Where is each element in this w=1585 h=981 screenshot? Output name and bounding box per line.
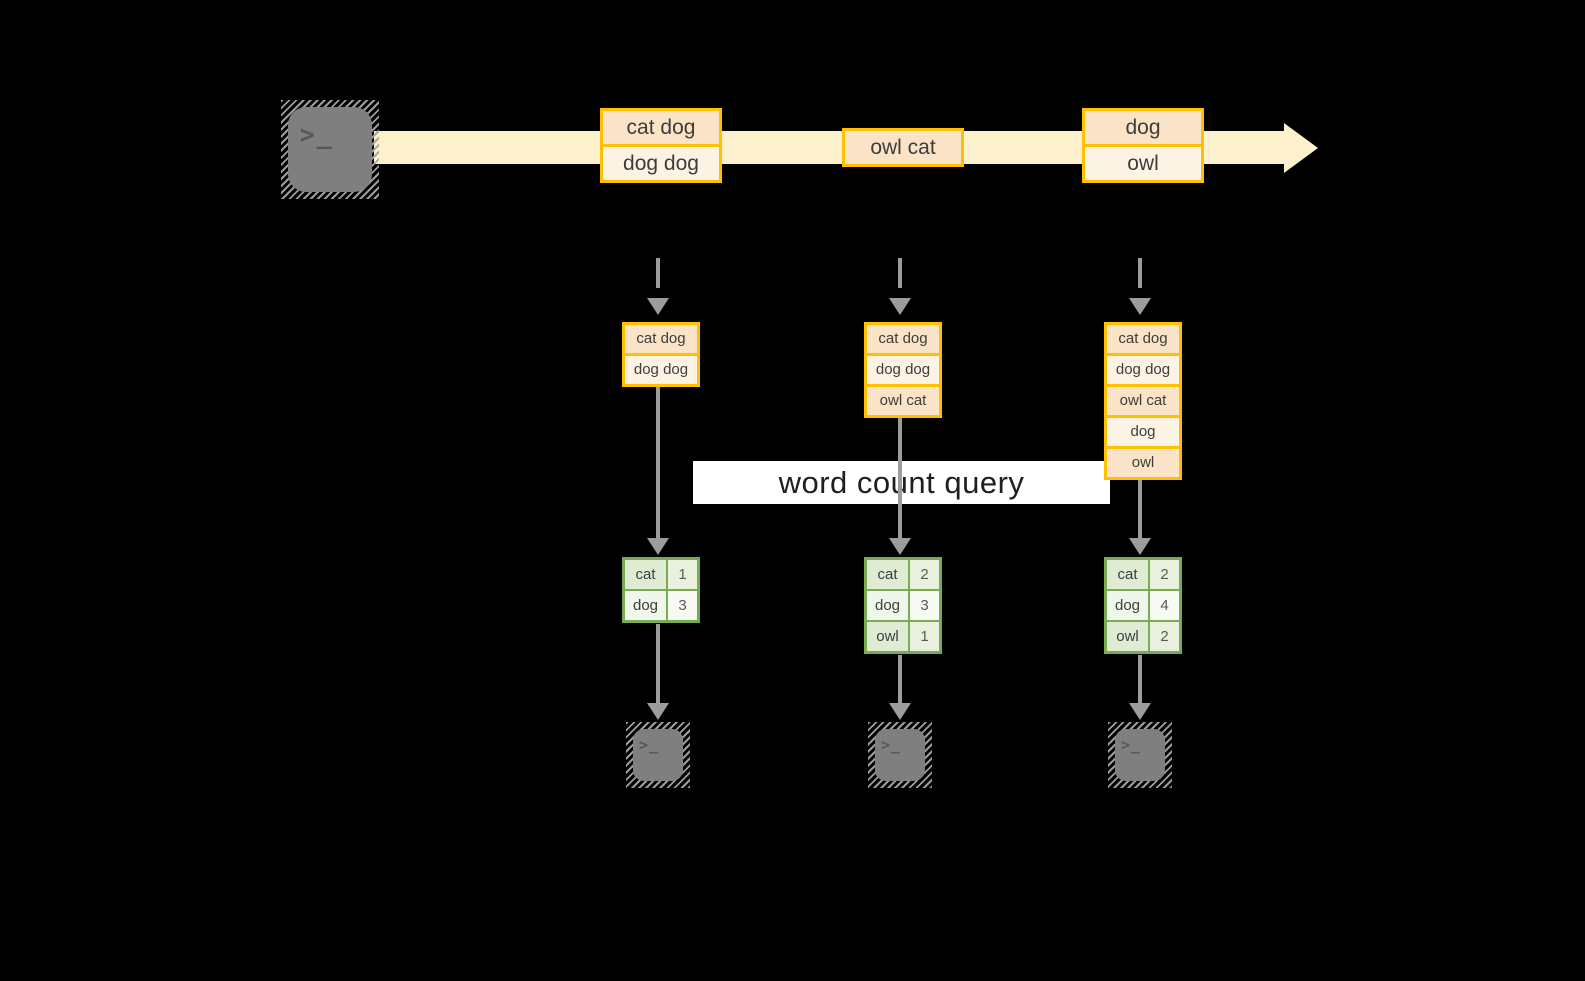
count-word-cell: cat <box>867 560 910 589</box>
terminal-body: >_ <box>288 107 372 192</box>
terminal-sink-icon: >_ <box>868 722 932 788</box>
stream-event-box: owl cat <box>842 128 964 167</box>
stream-event-text: owl <box>1085 144 1201 180</box>
stream-event-text: dog dog <box>603 144 719 180</box>
arrow-shaft <box>1138 480 1142 538</box>
count-row: dog 3 <box>625 589 697 620</box>
count-word-cell: cat <box>1107 560 1150 589</box>
terminal-prompt-icon: >_ <box>639 735 660 754</box>
stream-event-text: owl cat <box>845 131 961 164</box>
count-value-cell: 1 <box>910 622 939 651</box>
count-value-cell: 1 <box>668 560 697 589</box>
count-word-cell: cat <box>625 560 668 589</box>
arrowhead-icon <box>1129 298 1151 315</box>
count-word-cell: owl <box>867 622 910 651</box>
count-row: cat 2 <box>1107 560 1179 589</box>
count-row: cat 2 <box>867 560 939 589</box>
stream-arrowhead-icon <box>1284 123 1318 173</box>
stream-event-text: dog <box>1085 111 1201 144</box>
arrowhead-icon <box>647 298 669 315</box>
record-cell: owl cat <box>1107 384 1179 415</box>
count-value-cell: 3 <box>668 591 697 620</box>
record-cell: owl <box>1107 446 1179 477</box>
arrow-down-icon <box>889 655 911 720</box>
record-cell: dog dog <box>1107 353 1179 384</box>
count-value-cell: 2 <box>910 560 939 589</box>
terminal-prompt-icon: >_ <box>1121 735 1142 754</box>
terminal-body: >_ <box>1115 729 1165 781</box>
dashed-arrow-down-icon <box>1129 258 1151 316</box>
arrow-shaft <box>898 655 902 703</box>
terminal-prompt-icon: >_ <box>299 119 334 149</box>
arrow-shaft <box>898 418 902 538</box>
arrow-down-icon <box>647 624 669 720</box>
arrow-shaft <box>898 258 902 288</box>
count-row: dog 4 <box>1107 589 1179 620</box>
count-word-cell: dog <box>625 591 668 620</box>
arrowhead-icon <box>647 703 669 720</box>
terminal-prompt-icon: >_ <box>881 735 902 754</box>
terminal-body: >_ <box>633 729 683 781</box>
terminal-body: >_ <box>875 729 925 781</box>
arrowhead-icon <box>889 538 911 555</box>
count-value-cell: 4 <box>1150 591 1179 620</box>
count-word-cell: owl <box>1107 622 1150 651</box>
count-word-cell: dog <box>1107 591 1150 620</box>
arrow-down-icon <box>647 387 669 555</box>
arrowhead-icon <box>1129 703 1151 720</box>
dashed-arrow-down-icon <box>889 258 911 316</box>
count-value-cell: 2 <box>1150 560 1179 589</box>
stream-event-box: dog owl <box>1082 108 1204 183</box>
stream-event-box: cat dog dog dog <box>600 108 722 183</box>
count-value-cell: 2 <box>1150 622 1179 651</box>
arrow-shaft <box>1138 258 1142 288</box>
count-row: cat 1 <box>625 560 697 589</box>
arrowhead-icon <box>647 538 669 555</box>
stream-event-text: cat dog <box>603 111 719 144</box>
arrowhead-icon <box>889 298 911 315</box>
record-cell: owl cat <box>867 384 939 415</box>
arrowhead-icon <box>889 703 911 720</box>
record-cell: dog dog <box>867 353 939 384</box>
count-row: owl 2 <box>1107 620 1179 651</box>
arrow-down-icon <box>1129 480 1151 555</box>
arrow-shaft <box>656 387 660 538</box>
dashed-arrow-down-icon <box>647 258 669 316</box>
count-value-cell: 3 <box>910 591 939 620</box>
count-row: dog 3 <box>867 589 939 620</box>
terminal-sink-icon: >_ <box>1108 722 1172 788</box>
record-cell: cat dog <box>1107 325 1179 353</box>
arrow-down-icon <box>889 418 911 555</box>
count-table: cat 2 dog 4 owl 2 <box>1104 557 1182 654</box>
arrow-shaft <box>656 624 660 703</box>
count-table: cat 2 dog 3 owl 1 <box>864 557 942 654</box>
record-cell: dog dog <box>625 353 697 384</box>
arrow-shaft <box>656 258 660 288</box>
terminal-sink-icon: >_ <box>626 722 690 788</box>
arrow-shaft <box>1138 655 1142 703</box>
record-stack: cat dog dog dog owl cat <box>864 322 942 418</box>
record-cell: cat dog <box>625 325 697 353</box>
terminal-source-icon: >_ <box>281 100 379 199</box>
record-stack: cat dog dog dog <box>622 322 700 387</box>
count-word-cell: dog <box>867 591 910 620</box>
record-cell: dog <box>1107 415 1179 446</box>
record-stack: cat dog dog dog owl cat dog owl <box>1104 322 1182 480</box>
record-cell: cat dog <box>867 325 939 353</box>
arrow-down-icon <box>1129 655 1151 720</box>
arrowhead-icon <box>1129 538 1151 555</box>
count-row: owl 1 <box>867 620 939 651</box>
count-table: cat 1 dog 3 <box>622 557 700 623</box>
